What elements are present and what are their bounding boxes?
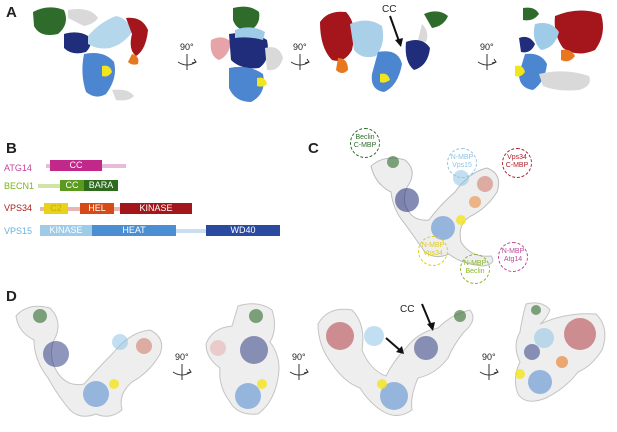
panel-label-d: D — [6, 288, 17, 305]
cc-arrow-icon — [389, 15, 403, 47]
vps34-kinase-domain — [120, 203, 192, 214]
rotation-label: 90° — [482, 352, 496, 362]
mbp-circle-vps34-n — [418, 236, 448, 266]
becn1-bara-domain — [84, 180, 118, 191]
rotation-arrow-icon — [477, 54, 497, 70]
panel-label-a: A — [6, 4, 17, 21]
panel-d-view-3 — [317, 308, 474, 416]
vps34-linker — [40, 207, 192, 211]
vps34-hel-domain — [80, 203, 114, 214]
panel-d-view-1 — [15, 305, 163, 417]
mbp-circle-beclin-c — [350, 128, 380, 158]
panel-d-view-4 — [514, 302, 606, 402]
panel-a-view-1 — [33, 7, 148, 101]
vps15-wd40-domain — [206, 225, 280, 236]
panel-a-view-2 — [210, 6, 283, 102]
vps15-heat-domain — [92, 225, 176, 236]
protein-label-vps15: VPS15 — [4, 226, 33, 236]
mbp-circle-vps34-c — [502, 148, 532, 178]
rotation-label: 90° — [180, 42, 194, 52]
vps34-c2-label: C2 — [50, 203, 62, 213]
panel-d-view-2 — [205, 303, 280, 415]
vps34-hel-label: HEL — [88, 203, 106, 213]
atg14-cc-label: CC — [69, 160, 83, 170]
vps15-kinase-domain — [40, 225, 92, 236]
mbp-circle-vps15-n — [447, 148, 477, 178]
protein-label-becn1: BECN1 — [4, 181, 35, 191]
panel-a-view-4 — [515, 7, 603, 91]
becn1-cc-label: CC — [65, 180, 79, 190]
becn1-cc-domain — [60, 180, 84, 191]
rotation-arrow-icon — [172, 364, 192, 380]
panel-label-b: B — [6, 140, 17, 157]
vps34-c2-domain — [44, 203, 68, 214]
panel-label-c: C — [308, 140, 319, 157]
rotation-arrow-icon — [290, 54, 310, 70]
becn1-bara-label: BARA — [88, 180, 114, 190]
rotation-label: 90° — [293, 42, 307, 52]
arrow-icon — [385, 337, 404, 354]
cc-label: CC — [400, 304, 415, 315]
protein-label-vps34: VPS34 — [4, 203, 33, 213]
rotation-arrow-icon — [289, 364, 309, 380]
vps15-wd40-label: WD40 — [230, 225, 256, 235]
cc-arrow-icon — [421, 303, 435, 331]
rotation-arrow-icon — [479, 364, 499, 380]
rotation-label: 90° — [175, 352, 189, 362]
cc-label: CC — [382, 4, 397, 15]
panel-a-view-3 — [320, 11, 448, 92]
vps34-kinase-label: KINASE — [139, 203, 173, 213]
rotation-label: 90° — [480, 42, 494, 52]
mbp-circle-beclin-n — [460, 254, 490, 284]
vps15-heat-label: HEAT — [122, 225, 146, 235]
mbp-circle-atg14-n — [498, 242, 528, 272]
vps15-kinase-label: KINASE — [49, 225, 83, 235]
atg14-cc-domain — [50, 160, 102, 171]
protein-label-atg14: ATG14 — [4, 163, 32, 173]
rotation-label: 90° — [292, 352, 306, 362]
rotation-arrow-icon — [177, 54, 197, 70]
